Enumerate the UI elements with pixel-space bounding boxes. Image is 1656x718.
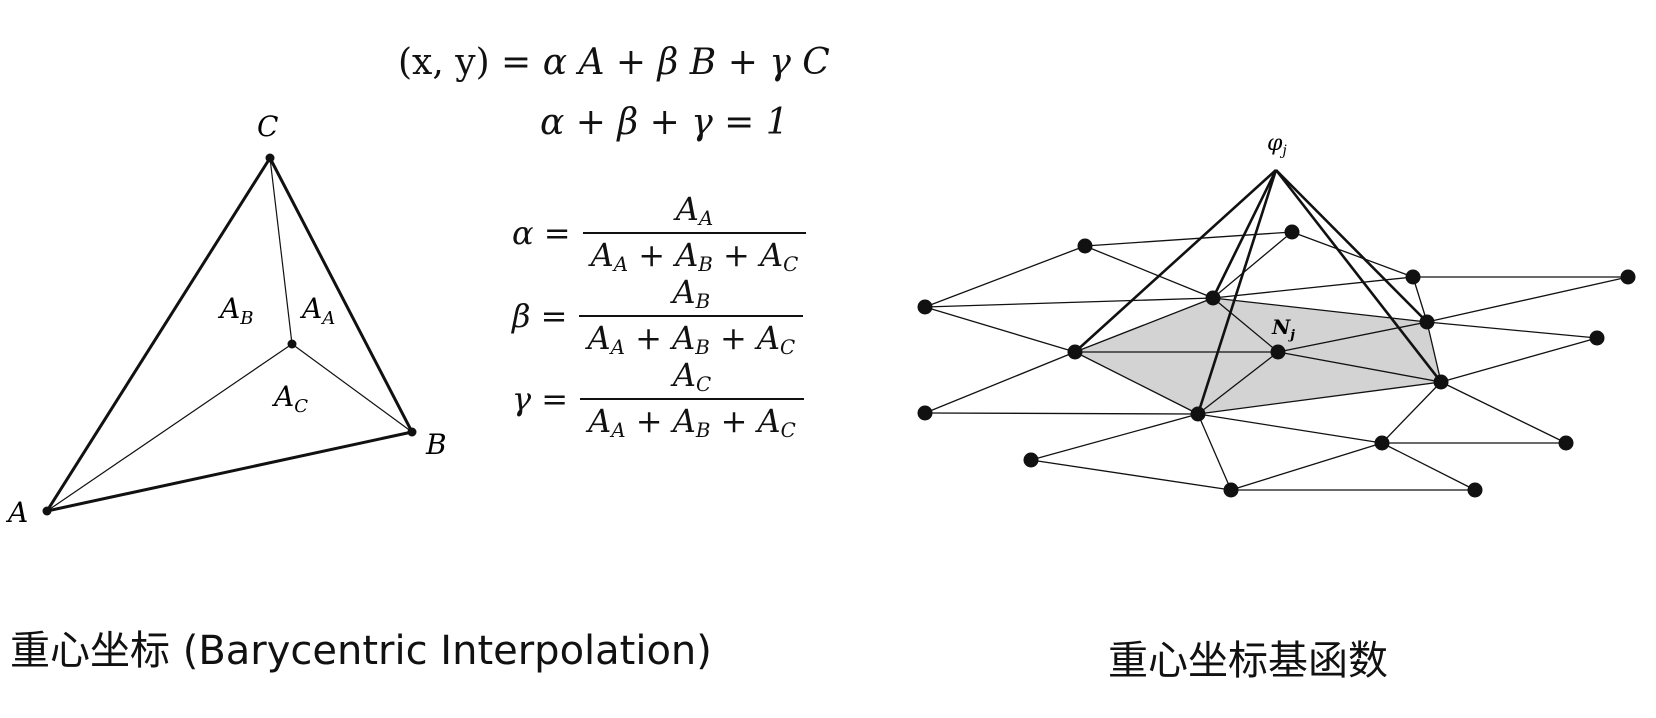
alpha-formula-symbol: α bbox=[512, 213, 534, 252]
alpha-formula: α = AA AA + AB + AC bbox=[512, 190, 807, 276]
shaded-support-region bbox=[1075, 298, 1441, 414]
gamma-fraction: AC AA + AB + AC bbox=[580, 356, 804, 442]
weights-sum-equation: α + β + γ = 1 bbox=[540, 102, 789, 143]
beta-formula: β = AB AA + AB + AC bbox=[512, 273, 804, 359]
point-c: C bbox=[802, 42, 830, 83]
pyramid-edges bbox=[1074, 169, 1443, 415]
beta-numerator: AB bbox=[672, 273, 711, 313]
mesh-nodes bbox=[917, 224, 1636, 498]
peak-label: φj bbox=[1267, 131, 1287, 159]
gamma-denominator: AA + AB + AC bbox=[580, 397, 804, 442]
area-label-ab: AB bbox=[217, 292, 253, 329]
gamma-symbol: γ bbox=[769, 42, 791, 83]
center-node-dot bbox=[1270, 344, 1286, 360]
mesh-edges bbox=[924, 231, 1629, 491]
gamma-formula-symbol: γ bbox=[512, 379, 532, 418]
edge-cb bbox=[268, 157, 414, 433]
beta-symbol: β bbox=[657, 42, 679, 83]
alpha-symbol: α bbox=[542, 42, 567, 83]
right-caption: 重心坐标基函数 bbox=[1108, 638, 1388, 684]
inner-line-to-a bbox=[46, 343, 293, 512]
center-node-label: Nj bbox=[1271, 315, 1295, 343]
beta-denominator: AA + AB + AC bbox=[579, 314, 804, 359]
inner-line-to-b bbox=[291, 343, 413, 433]
edge-ab bbox=[46, 430, 413, 513]
left-caption: 重心坐标 (Barycentric Interpolation) bbox=[10, 628, 712, 674]
equation-lhs: (x, y) = bbox=[398, 42, 532, 83]
barycentric-equation: (x, y) = α A + β B + γ C bbox=[398, 42, 830, 83]
gamma-numerator: AC bbox=[672, 356, 712, 396]
inner-line-to-c bbox=[269, 157, 293, 345]
alpha-numerator: AA bbox=[675, 190, 714, 230]
vertex-b-dot bbox=[407, 427, 417, 437]
vertex-a-label: A bbox=[5, 496, 28, 529]
area-label-aa: AA bbox=[299, 292, 335, 329]
edge-ac bbox=[45, 157, 272, 512]
gamma-formula: γ = AC AA + AB + AC bbox=[512, 356, 804, 442]
alpha-fraction: AA AA + AB + AC bbox=[582, 190, 807, 276]
vertex-b-label: B bbox=[425, 428, 447, 461]
area-label-ac: AC bbox=[271, 380, 308, 417]
point-a: A bbox=[578, 42, 605, 83]
alpha-denominator: AA + AB + AC bbox=[582, 231, 807, 276]
vertex-c-dot bbox=[265, 153, 275, 163]
vertex-a-dot bbox=[42, 506, 52, 516]
interior-point-dot bbox=[287, 339, 297, 349]
beta-formula-symbol: β bbox=[512, 296, 531, 335]
vertex-c-label: C bbox=[257, 110, 278, 143]
beta-fraction: AB AA + AB + AC bbox=[579, 273, 804, 359]
point-b: B bbox=[689, 42, 717, 83]
